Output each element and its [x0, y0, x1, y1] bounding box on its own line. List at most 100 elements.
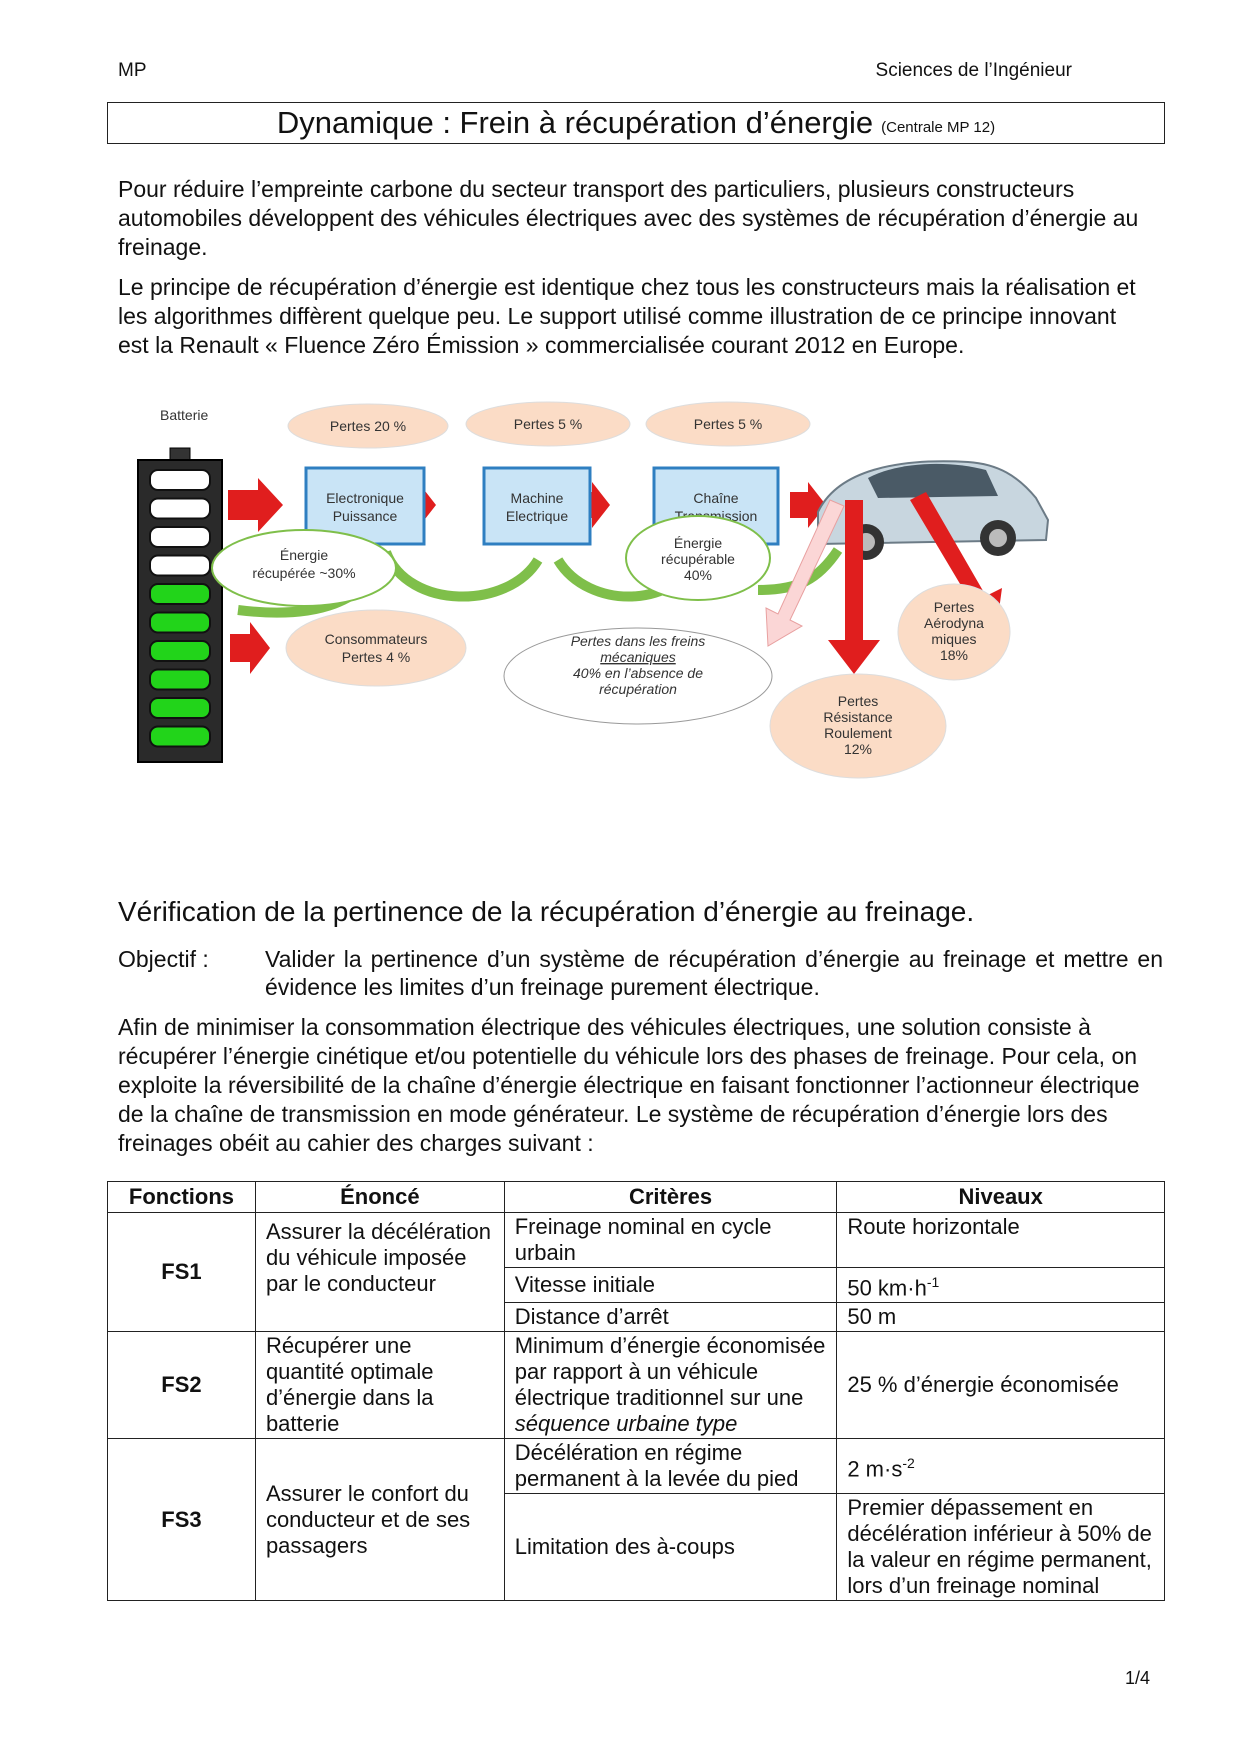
- header-fonctions: Fonctions: [107, 1181, 256, 1213]
- table-row-fs1-a: FS1 Assurer la décélération du véhicule …: [107, 1211, 1165, 1333]
- fs1-niveau-3: 50 m: [836, 1302, 1165, 1333]
- fs2-niveau-1: 25 % d’énergie économisée: [836, 1331, 1165, 1440]
- header-niveaux: Niveaux: [836, 1181, 1165, 1213]
- table-row-fs1-b: Vitesse initiale 50 km·h-1: [108, 1266, 1165, 1304]
- block-1-line-1: Electronique: [326, 490, 404, 506]
- green-arrow-2: [381, 549, 543, 602]
- energy-recoverable-line-2: récupérable: [661, 551, 735, 567]
- fs2-id: FS2: [107, 1331, 256, 1440]
- header-left: MP: [118, 60, 147, 81]
- energy-flow-diagram: Batterie Pertes 20 % Pertes 5 % Pertes 5…: [118, 400, 1118, 870]
- brake-losses-line-1: Pertes dans les freins: [571, 633, 706, 649]
- battery-label: Batterie: [160, 407, 208, 423]
- consumers-line-1: Consommateurs: [325, 631, 428, 647]
- energy-recoverable-line-3: 40%: [684, 567, 712, 583]
- battery-cell-charged: [149, 697, 211, 719]
- arrow-battery-to-consumers: [230, 622, 270, 674]
- battery-cell-charged: [149, 725, 211, 748]
- block-2-line-1: Machine: [511, 490, 564, 506]
- fs3-enonce: Assurer le confort du conducteur et de s…: [254, 1438, 505, 1602]
- header-criteres: Critères: [503, 1181, 838, 1213]
- fs1-niveau-2-value: 50 km·h: [847, 1275, 927, 1301]
- consumers-line-2: Pertes 4 %: [342, 649, 410, 665]
- fs1-id: FS1: [107, 1211, 256, 1333]
- fs2-critere-1-italic: séquence urbaine type: [514, 1411, 738, 1437]
- battery-cell-charged: [149, 583, 211, 605]
- aero-losses-line-4: 18%: [940, 647, 968, 663]
- battery-cell-empty: [149, 526, 211, 548]
- section-title: Vérification de la pertinence de la récu…: [118, 896, 975, 927]
- fs1-niveau-2-exponent: -1: [926, 1274, 940, 1290]
- block-machine-electrique: [482, 466, 592, 546]
- battery-cells: [149, 469, 211, 748]
- objective-text: Valider la pertinence d’un système de ré…: [265, 946, 1163, 1000]
- battery-cell-charged: [149, 611, 211, 634]
- block-3-line-1: Chaîne: [693, 490, 738, 506]
- fs3-niveau-1: 2 m·s-2: [836, 1438, 1165, 1495]
- fs2-critere-1: Minimum d’énergie économisée par rapport…: [503, 1331, 838, 1440]
- aero-losses-line-2: Aérodyna: [924, 615, 984, 631]
- battery-cell-empty: [149, 469, 211, 491]
- arrow-brake-losses: [765, 499, 845, 647]
- car-illustration: [817, 460, 1050, 560]
- energy-recovered-bubble: [211, 529, 397, 607]
- loss-bubble-3: [645, 401, 811, 447]
- battery-cell-charged: [149, 668, 211, 691]
- consumers-bubble: [285, 609, 467, 687]
- energy-recoverable-line-1: Énergie: [674, 535, 722, 551]
- aero-losses-line-3: miques: [931, 631, 976, 647]
- loss-bubble-2: [465, 401, 631, 447]
- page-title: Dynamique : Frein à récupération d’énerg…: [276, 105, 874, 140]
- table-header-row: Fonctions Énoncé Critères Niveaux: [107, 1181, 1165, 1213]
- battery-cell-empty: [149, 497, 211, 520]
- section-paragraph: Afin de minimiser la consommation électr…: [118, 1014, 1140, 1156]
- energy-recovered-line-2: récupérée ~30%: [252, 565, 355, 581]
- battery-cell-charged: [149, 640, 211, 662]
- battery-cell-empty: [149, 554, 211, 577]
- table-row-fs1-c: Distance d’arrêt 50 m: [108, 1302, 1165, 1333]
- fs3-critere-1: Décélération en régime permanent à la le…: [503, 1438, 838, 1495]
- intro-paragraph-2: Le principe de récupération d’énergie es…: [118, 274, 1136, 358]
- fs2-enonce: Récupérer une quantité optimale d’énergi…: [254, 1331, 505, 1440]
- fs3-niveau-1-value: 2 m·s: [847, 1456, 903, 1482]
- table-row-fs2: FS2 Récupérer une quantité optimale d’én…: [107, 1331, 1165, 1440]
- loss-bubble-3-text: Pertes 5 %: [694, 416, 762, 432]
- rolling-losses-line-1: Pertes: [838, 693, 878, 709]
- block-2-line-2: Electrique: [506, 508, 568, 524]
- arrow-rolling-losses: [828, 500, 880, 674]
- intro-paragraph-1: Pour réduire l’empreinte carbone du sect…: [118, 176, 1139, 260]
- rolling-losses-bubble: [769, 673, 947, 779]
- specifications-table: Fonctions Énoncé Critères Niveaux FS1 As…: [107, 1181, 1165, 1602]
- fs1-niveau-2: 50 km·h-1: [836, 1266, 1165, 1304]
- brake-losses-bubble: [503, 627, 773, 725]
- fs1-critere-3: Distance d’arrêt: [503, 1302, 838, 1333]
- table-row-fs3-b: Limitation des à-coups Premier dépasseme…: [108, 1493, 1165, 1602]
- page-number: 1/4: [1124, 1668, 1150, 1688]
- loss-bubble-1-text: Pertes 20 %: [330, 418, 406, 434]
- title-box: Dynamique : Frein à récupération d’énerg…: [107, 102, 1165, 144]
- fs1-niveau-1: Route horizontale: [836, 1212, 1165, 1268]
- arrow-battery-to-electronics: [228, 478, 283, 532]
- rolling-losses-line-4: 12%: [844, 741, 872, 757]
- header-right: Sciences de l’Ingénieur: [875, 60, 1072, 81]
- brake-losses-line-3: 40% en l’absence de: [573, 665, 703, 681]
- fs3-critere-2: Limitation des à-coups: [503, 1493, 838, 1602]
- loss-bubble-1: [287, 403, 449, 449]
- energy-recoverable-bubble: [625, 515, 771, 601]
- loss-bubble-2-text: Pertes 5 %: [514, 416, 582, 432]
- title-source: (Centrale MP 12): [881, 118, 996, 136]
- rolling-losses-line-2: Résistance: [823, 709, 892, 725]
- energy-recovered-line-1: Énergie: [280, 547, 328, 563]
- fs1-critere-2: Vitesse initiale: [503, 1266, 838, 1304]
- aero-losses-bubble: [897, 583, 1011, 681]
- fs1-critere-1: Freinage nominal en cycle urbain: [503, 1212, 838, 1268]
- fs3-niveau-1-exponent: -2: [902, 1455, 915, 1472]
- fs3-niveau-2: Premier dépassement en décélération infé…: [836, 1493, 1165, 1602]
- block-1-line-2: Puissance: [333, 508, 398, 524]
- rolling-losses-line-3: Roulement: [824, 725, 892, 741]
- table-row-fs3-a: FS3 Assurer le confort du conducteur et …: [107, 1438, 1165, 1602]
- objective-label: Objectif :: [118, 946, 209, 972]
- aero-losses-line-1: Pertes: [934, 599, 974, 615]
- fs1-enonce: Assurer la décélération du véhicule impo…: [254, 1211, 505, 1333]
- fs3-id: FS3: [107, 1438, 256, 1602]
